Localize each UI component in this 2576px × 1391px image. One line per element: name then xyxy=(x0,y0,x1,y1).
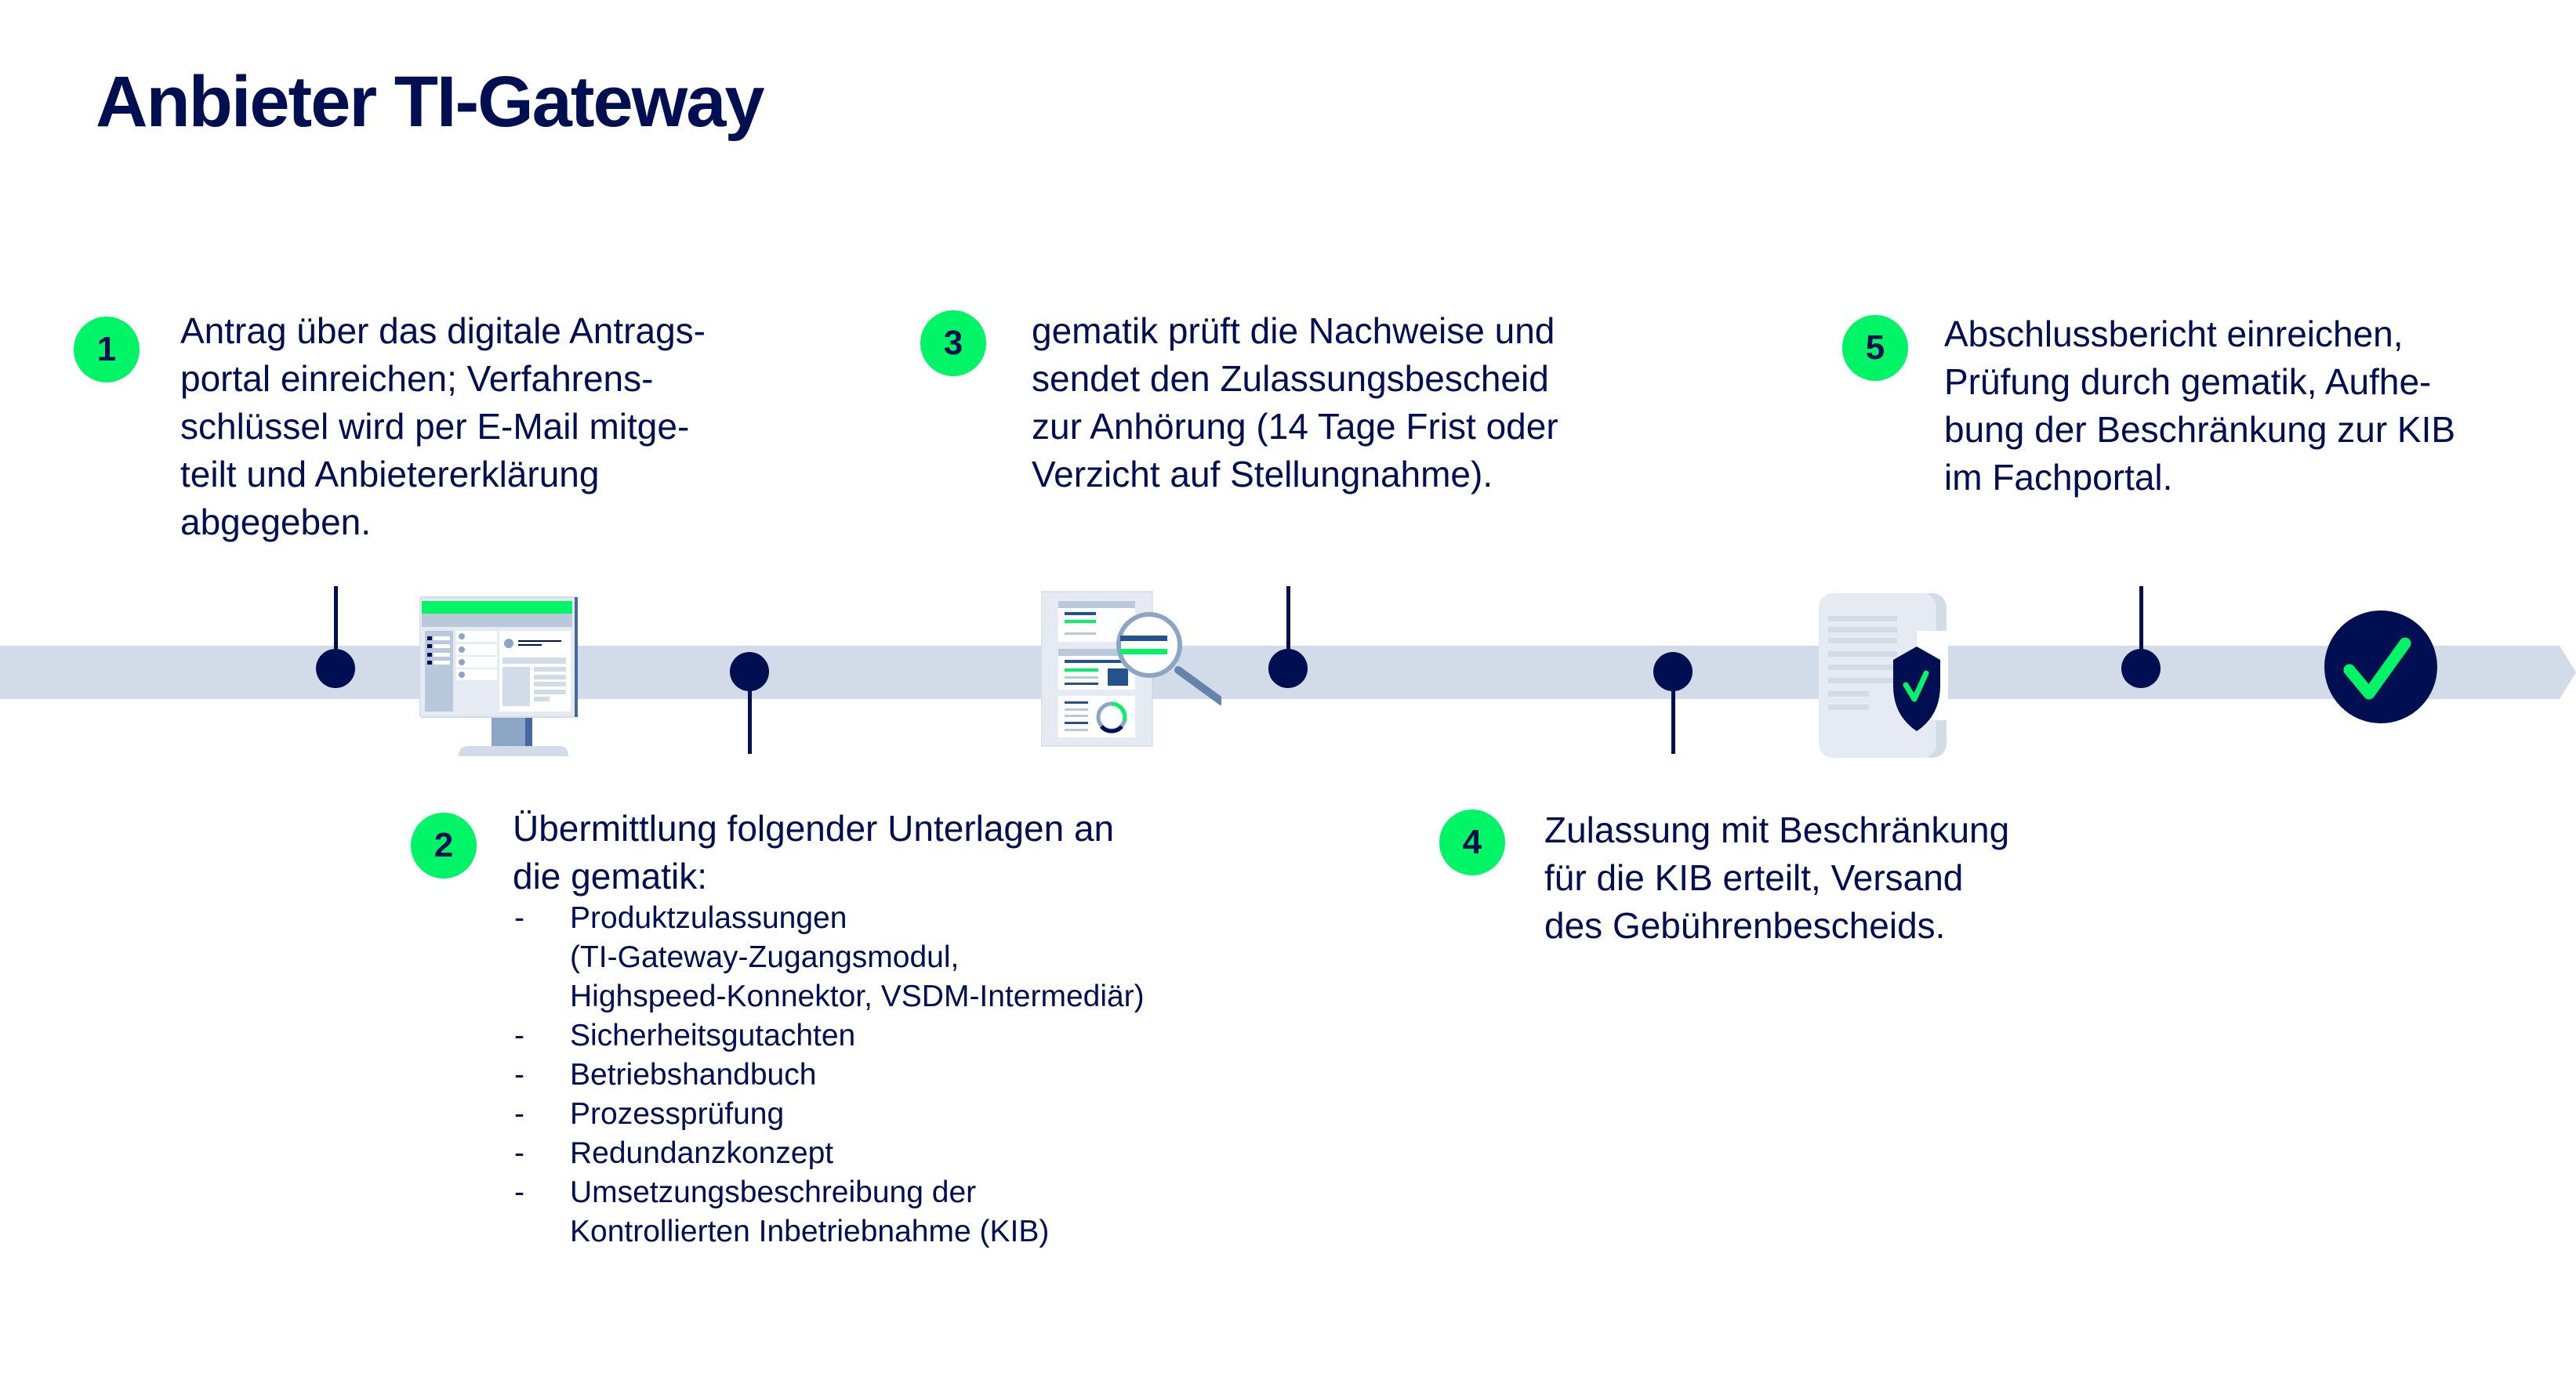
list-item: -Umsetzungsbeschreibung der Kontrolliert… xyxy=(514,1175,1050,1248)
step-3-text: gematik prüft die Nachweise und sendet d… xyxy=(1032,310,1558,494)
step-5-badge: 5 xyxy=(1842,315,1908,381)
step-3-marker xyxy=(1268,649,1308,688)
monitor-portal-icon xyxy=(419,596,578,756)
step-1-badge: 1 xyxy=(74,317,140,382)
list-item: -Sicherheitsgutachten xyxy=(514,1019,856,1052)
list-item: -Betriebshandbuch xyxy=(514,1058,817,1092)
step-5-text: Abschlussbericht einreichen, Prüfung dur… xyxy=(1944,313,2456,498)
step-2-text: Übermittlung folgender Unterlagen an die… xyxy=(513,808,1115,897)
step-1-connector xyxy=(334,586,338,665)
step-4-text: Zulassung mit Beschränkung für die KIB e… xyxy=(1544,810,2010,946)
step-3-connector xyxy=(1286,586,1290,665)
list-item: -Prozessprüfung xyxy=(514,1097,785,1131)
step-3-badge: 3 xyxy=(920,310,986,376)
step-4-badge: 4 xyxy=(1439,810,1505,875)
step-5-marker xyxy=(2121,649,2161,688)
step-4-connector xyxy=(1671,676,1675,754)
step-2-document-list: -Produktzulassungen (TI-Gateway-Zugangsm… xyxy=(514,899,1145,1252)
step-5-connector xyxy=(2139,586,2143,665)
list-item: -Redundanzkonzept xyxy=(514,1136,834,1170)
page-title: Anbieter TI-Gateway xyxy=(96,62,765,142)
step-1-marker xyxy=(316,649,355,688)
document-magnifier-icon xyxy=(1041,591,1221,747)
check-circle-icon xyxy=(2324,610,2437,723)
step-1-text: Antrag über das digitale Antrags- portal… xyxy=(180,310,706,542)
step-2-connector xyxy=(748,676,752,754)
timeline-arrow-tip xyxy=(2560,646,2576,699)
scroll-shield-check-icon xyxy=(1819,593,1948,758)
list-item: -Produktzulassungen (TI-Gateway-Zugangsm… xyxy=(514,901,1145,1013)
step-2-badge: 2 xyxy=(411,813,477,878)
